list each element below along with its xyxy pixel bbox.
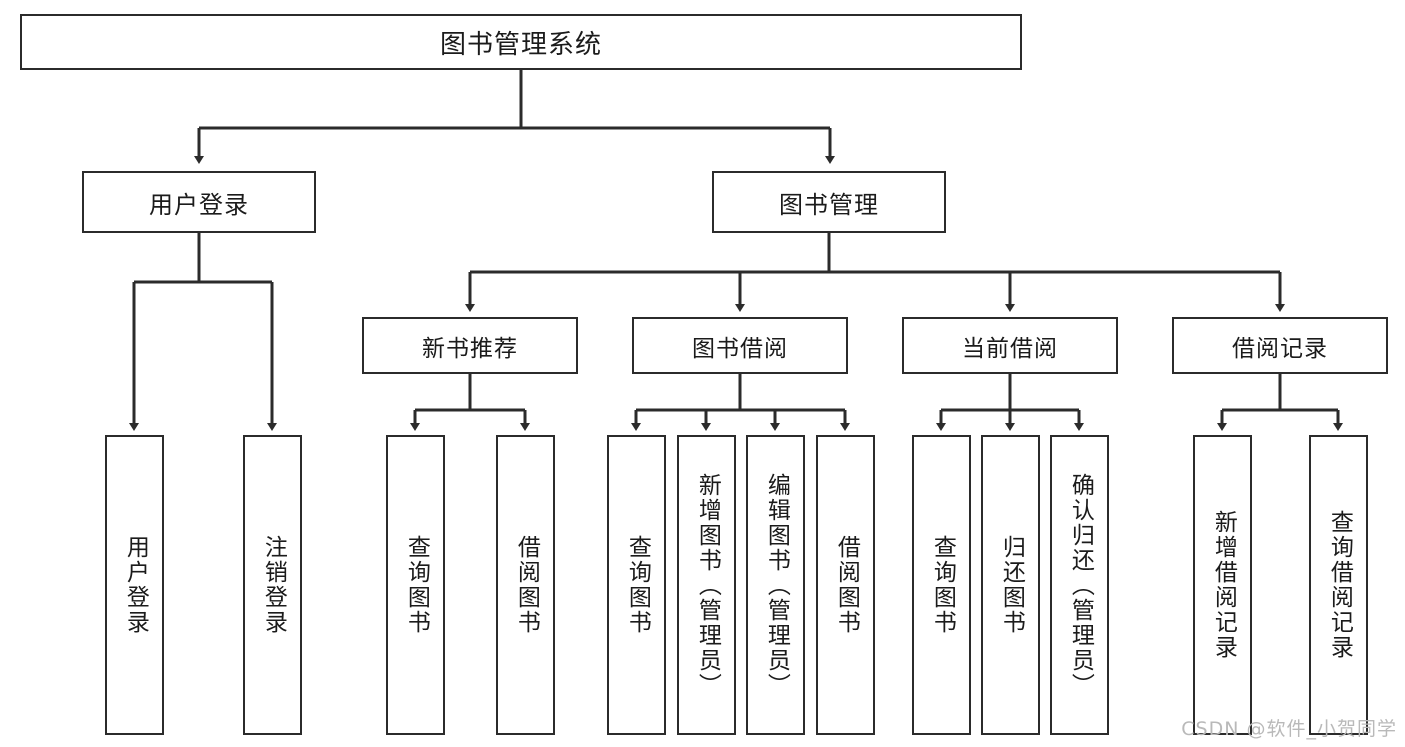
leaf-edit-book-admin-label: 编辑图书（管理员） bbox=[763, 472, 790, 698]
leaf-query-book-current[interactable]: 查询图书 bbox=[912, 435, 971, 735]
leaf-add-book-admin[interactable]: 新增图书（管理员） bbox=[677, 435, 736, 735]
node-new-book-recommend[interactable]: 新书推荐 bbox=[362, 317, 578, 374]
node-borrow-records[interactable]: 借阅记录 bbox=[1172, 317, 1388, 374]
node-root-book-management-system[interactable]: 图书管理系统 bbox=[20, 14, 1022, 70]
node-root-label: 图书管理系统 bbox=[439, 29, 602, 60]
leaf-return-book-label: 归还图书 bbox=[998, 535, 1025, 635]
node-book-borrow[interactable]: 图书借阅 bbox=[632, 317, 848, 374]
leaf-query-borrow-record[interactable]: 查询借阅记录 bbox=[1309, 435, 1368, 735]
node-current-borrow-label: 当前借阅 bbox=[962, 335, 1058, 362]
leaf-query-book-current-label: 查询图书 bbox=[929, 535, 956, 635]
leaf-add-borrow-record[interactable]: 新增借阅记录 bbox=[1193, 435, 1252, 735]
leaf-return-book[interactable]: 归还图书 bbox=[981, 435, 1040, 735]
node-user-login-label: 用户登录 bbox=[149, 190, 249, 219]
leaf-user-login[interactable]: 用户登录 bbox=[105, 435, 164, 735]
watermark: CSDN @软件_小贺同学 bbox=[1181, 718, 1397, 740]
leaf-borrow-book-borrow[interactable]: 借阅图书 bbox=[816, 435, 875, 735]
node-borrow-records-label: 借阅记录 bbox=[1232, 335, 1328, 362]
node-book-borrow-label: 图书借阅 bbox=[692, 335, 788, 362]
node-current-borrow[interactable]: 当前借阅 bbox=[902, 317, 1118, 374]
node-new-book-recommend-label: 新书推荐 bbox=[422, 335, 518, 362]
leaf-add-borrow-record-label: 新增借阅记录 bbox=[1210, 510, 1237, 660]
leaf-query-book-borrow-label: 查询图书 bbox=[624, 535, 651, 635]
leaf-query-borrow-record-label: 查询借阅记录 bbox=[1326, 510, 1353, 660]
leaf-query-book-recommend-label: 查询图书 bbox=[403, 535, 430, 635]
leaf-borrow-book-recommend-label: 借阅图书 bbox=[513, 535, 540, 635]
leaf-confirm-return-admin[interactable]: 确认归还（管理员） bbox=[1050, 435, 1109, 735]
leaf-logout-label: 注销登录 bbox=[260, 535, 287, 635]
leaf-borrow-book-recommend[interactable]: 借阅图书 bbox=[496, 435, 555, 735]
leaf-query-book-borrow[interactable]: 查询图书 bbox=[607, 435, 666, 735]
leaf-borrow-book-borrow-label: 借阅图书 bbox=[833, 535, 860, 635]
leaf-logout[interactable]: 注销登录 bbox=[243, 435, 302, 735]
leaf-edit-book-admin[interactable]: 编辑图书（管理员） bbox=[746, 435, 805, 735]
leaf-query-book-recommend[interactable]: 查询图书 bbox=[386, 435, 445, 735]
node-book-management[interactable]: 图书管理 bbox=[712, 171, 946, 233]
leaf-confirm-return-admin-label: 确认归还（管理员） bbox=[1067, 472, 1094, 698]
node-book-management-label: 图书管理 bbox=[779, 190, 879, 219]
node-user-login[interactable]: 用户登录 bbox=[82, 171, 316, 233]
leaf-add-book-admin-label: 新增图书（管理员） bbox=[694, 472, 721, 698]
leaf-user-login-label: 用户登录 bbox=[122, 535, 149, 635]
